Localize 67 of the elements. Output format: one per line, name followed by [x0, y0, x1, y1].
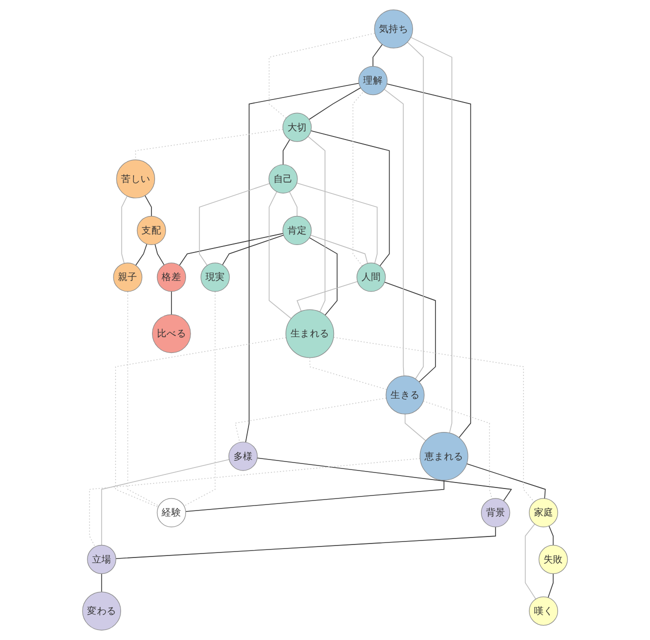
- connector: [407, 42, 424, 380]
- connector: [127, 291, 160, 506]
- node-circle: 自己: [268, 164, 298, 194]
- connector: [352, 91, 364, 266]
- connector: [198, 183, 270, 266]
- connector: [296, 182, 378, 264]
- connector: [116, 526, 496, 559]
- node-circle: 変わる: [82, 592, 122, 630]
- connector: [372, 44, 383, 67]
- connector: [121, 196, 128, 264]
- connector: [289, 191, 298, 217]
- connector: [308, 87, 362, 120]
- connector: [101, 459, 230, 546]
- node-circle: 親子: [113, 262, 142, 292]
- node-circle: 失敗: [538, 544, 568, 574]
- connector: [101, 573, 102, 592]
- connector: [268, 32, 376, 119]
- connector: [144, 195, 152, 217]
- node-circle: 立場: [87, 544, 116, 574]
- connector: [333, 336, 535, 502]
- connector: [296, 281, 358, 312]
- connector: [386, 83, 472, 438]
- node-circle: 人間: [356, 262, 386, 292]
- node-circle: 大切: [282, 112, 312, 142]
- connector: [309, 237, 338, 316]
- connector: [310, 130, 390, 266]
- node-circle: 背景: [480, 498, 510, 528]
- connector: [89, 458, 420, 548]
- node-circle: 生きる: [386, 376, 425, 414]
- node-circle: 現実: [200, 262, 230, 292]
- connector: [404, 414, 426, 442]
- connector: [171, 291, 172, 315]
- node-circle: 支配: [136, 216, 166, 246]
- connector: [135, 244, 148, 266]
- node-circle: 苦しい: [116, 159, 156, 198]
- connector: [524, 524, 536, 600]
- node-circle: 嘆く: [528, 596, 558, 626]
- node-circle: 多様: [228, 442, 258, 471]
- node-circle: 生まれる: [286, 309, 334, 358]
- connector: [308, 136, 326, 312]
- connector: [185, 480, 444, 512]
- connector: [245, 82, 360, 443]
- connector: [422, 400, 492, 500]
- connector: [310, 234, 368, 264]
- connector: [135, 128, 284, 160]
- connector: [548, 573, 554, 598]
- node-circle: 気持ち: [374, 10, 413, 48]
- connector: [548, 525, 554, 546]
- connector: [154, 244, 165, 266]
- connector: [384, 282, 436, 382]
- node-circle: 恵まれる: [420, 432, 468, 481]
- node-circle: 理解: [358, 66, 388, 96]
- connector: [268, 191, 292, 319]
- connector: [410, 36, 452, 434]
- node-circle: 格差: [156, 262, 186, 292]
- connector: [384, 88, 404, 376]
- connector: [466, 463, 546, 499]
- connector: [256, 458, 512, 502]
- connector: [222, 234, 284, 266]
- node-circle: 家庭: [528, 498, 558, 528]
- node-circle: 経験: [156, 498, 186, 528]
- connector: [184, 291, 216, 506]
- connector: [282, 139, 290, 166]
- connector: [309, 357, 388, 390]
- node-circle: 肯定: [282, 216, 312, 246]
- connector: [179, 233, 284, 266]
- node-circle: 比べる: [152, 314, 191, 354]
